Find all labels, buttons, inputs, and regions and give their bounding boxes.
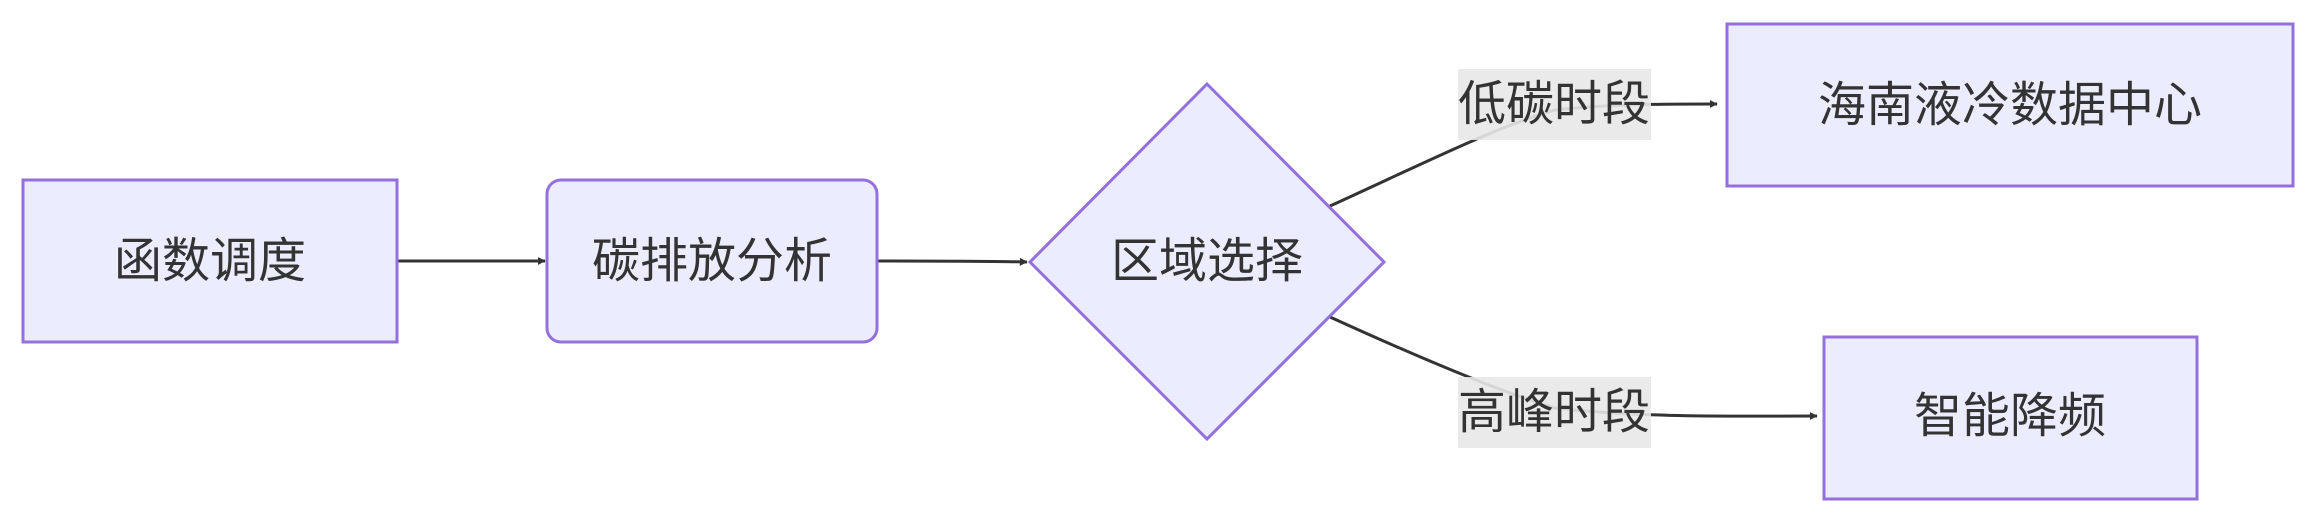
edge-label-peak-bg (1458, 377, 1651, 448)
node-smart-throttle[interactable]: 智能降频 (1822, 335, 2199, 501)
edge-label-low-carbon-text: 低碳时段 (1458, 76, 1650, 132)
edge-analysis-to-region (876, 257, 1028, 266)
node-smart-throttle-shape (1822, 335, 2199, 501)
edge-label-low-carbon-bg (1458, 69, 1651, 140)
edge-label-peak: 高峰时段 (1458, 377, 1651, 448)
node-dispatch-label: 函数调度 (114, 233, 306, 289)
node-smart-throttle-label: 智能降频 (1914, 388, 2106, 444)
node-hainan-dc-shape (1725, 22, 2295, 188)
node-carbon-analysis-label: 碳排放分析 (592, 233, 832, 289)
edge-label-peak-text: 高峰时段 (1458, 384, 1650, 440)
node-hainan-dc-label: 海南液冷数据中心 (1818, 77, 2202, 133)
node-region-select-label: 区域选择 (1111, 233, 1303, 289)
edge-label-low-carbon: 低碳时段 (1458, 69, 1651, 140)
node-region-select-shape (1027, 81, 1387, 442)
node-dispatch[interactable]: 函数调度 (21, 178, 399, 344)
node-carbon-analysis[interactable]: 碳排放分析 (545, 178, 879, 344)
node-hainan-dc[interactable]: 海南液冷数据中心 (1725, 22, 2295, 188)
node-region-select[interactable]: 区域选择 (1027, 81, 1387, 442)
node-dispatch-shape (21, 178, 399, 344)
node-carbon-analysis-shape (545, 178, 879, 344)
